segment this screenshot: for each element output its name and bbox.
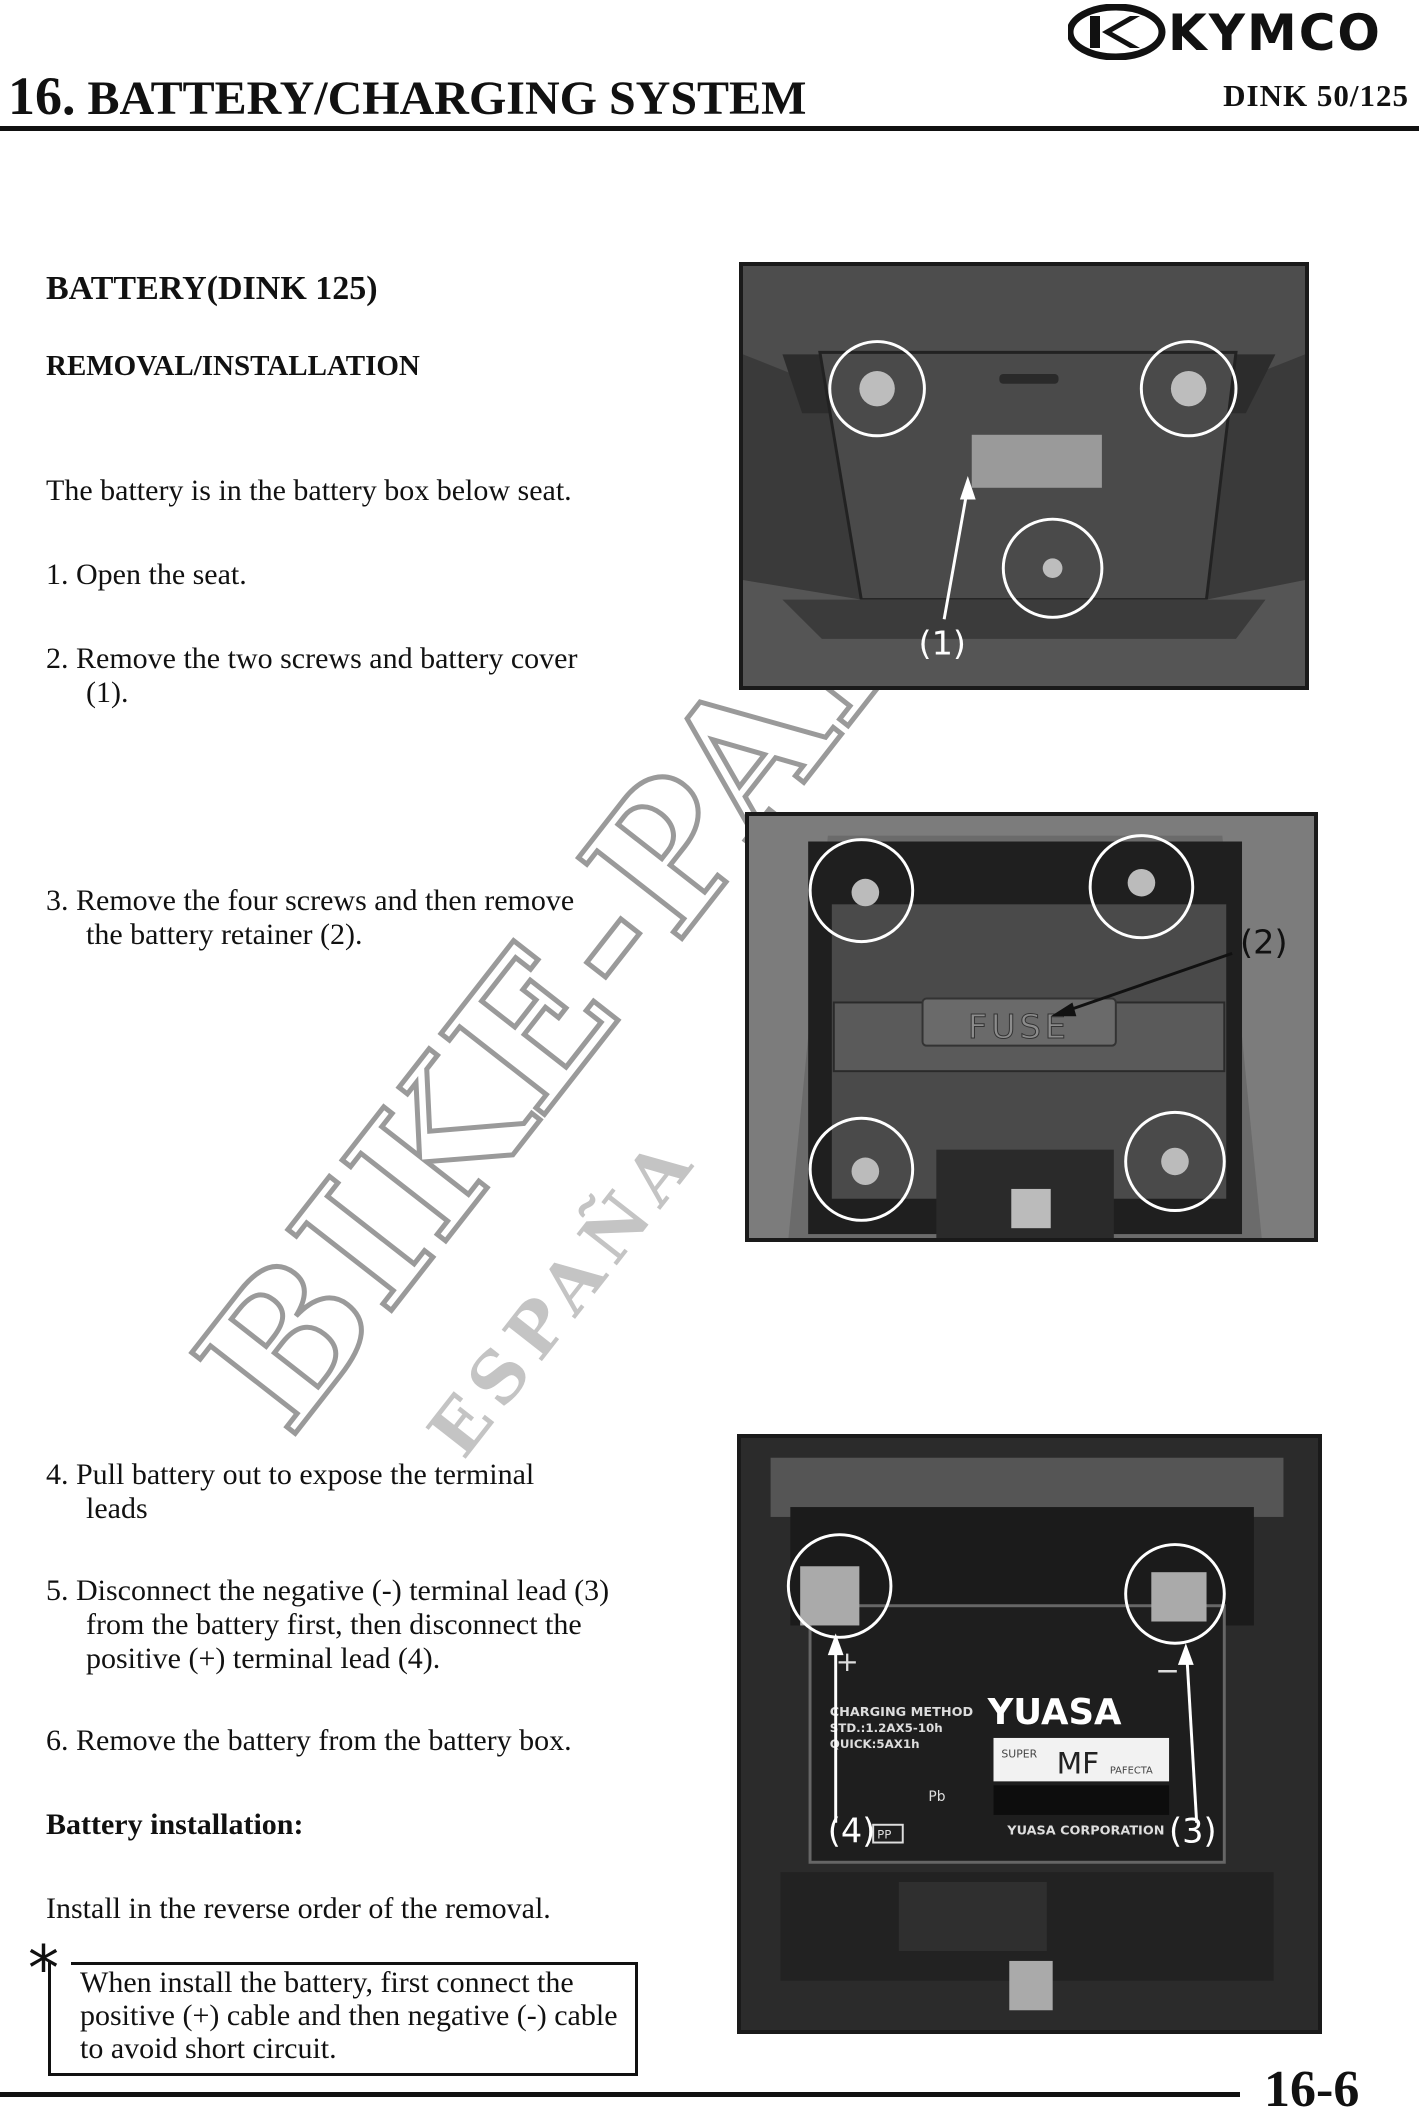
- page-number: 16-6: [1264, 2061, 1360, 2118]
- chapter-name: BATTERY/CHARGING SYSTEM: [87, 72, 807, 125]
- step-5: 5. Disconnect the negative (-) terminal …: [46, 1574, 686, 1676]
- chapter-title: 16. BATTERY/CHARGING SYSTEM: [8, 66, 806, 129]
- recycle-pp-label: PP: [877, 1828, 891, 1842]
- positive-terminal-highlight: [786, 1533, 893, 1639]
- screw-highlight: [1139, 340, 1238, 438]
- step-5-cont2: positive (+) terminal lead (4).: [86, 1642, 441, 1675]
- negative-terminal-highlight: [1124, 1543, 1226, 1645]
- watermark-subtext: ESPAÑA: [412, 1118, 714, 1472]
- charging-quick-label: QUICK:5AX1h: [830, 1737, 920, 1751]
- step-2-text: 2. Remove the two screws and battery cov…: [46, 642, 578, 675]
- kymco-emblem-icon: [1066, 3, 1166, 61]
- step-3-text: 3. Remove the four screws and then remov…: [46, 884, 575, 917]
- step-2: 2. Remove the two screws and battery cov…: [46, 642, 686, 710]
- mf-label: MF: [1057, 1746, 1100, 1780]
- screw-highlight: [828, 340, 926, 438]
- step-4: 4. Pull battery out to expose the termin…: [46, 1458, 686, 1526]
- step-1: 1. Open the seat.: [46, 558, 247, 592]
- step-3: 3. Remove the four screws and then remov…: [46, 884, 686, 952]
- negative-terminal-mark: −: [1155, 1654, 1180, 1688]
- chapter-number: 16.: [8, 66, 76, 126]
- charging-std-label: STD.:1.2AX5-10h: [830, 1721, 943, 1735]
- step-5-cont: from the battery first, then disconnect …: [86, 1608, 582, 1641]
- installation-text: Install in the reverse order of the remo…: [46, 1892, 551, 1925]
- intro-text: The battery is in the battery box below …: [46, 474, 572, 507]
- footer-divider: [0, 2092, 1240, 2097]
- battery-retainer-photo: FUSE (2): [749, 816, 1314, 1238]
- step-3-cont: the battery retainer (2).: [86, 918, 363, 951]
- step-6: 6. Remove the battery from the battery b…: [46, 1724, 572, 1758]
- battery-terminals-photo: + − CHARGING METHOD STD.:1.2AX5-10h QUIC…: [741, 1438, 1318, 2030]
- callout-2: (2): [1240, 922, 1287, 961]
- note-asterisk-icon: *: [28, 1932, 59, 2005]
- section-heading: BATTERY(DINK 125): [46, 270, 378, 307]
- note-box: [48, 1962, 638, 2076]
- screw-highlight: [1001, 517, 1104, 619]
- pb-label: Pb: [928, 1789, 945, 1805]
- screw-highlight: [1088, 834, 1195, 940]
- installation-heading: Battery installation:: [46, 1808, 304, 1841]
- pafecta-label: PAFECTA: [1110, 1765, 1153, 1776]
- fuse-label: FUSE: [968, 1007, 1070, 1046]
- figure-battery-retainer: FUSE (2): [745, 812, 1318, 1242]
- battery-cover-photo: (1): [743, 266, 1305, 686]
- screw-highlight: [808, 1116, 915, 1222]
- charging-method-label: CHARGING METHOD: [830, 1705, 973, 1720]
- step-4-text: 4. Pull battery out to expose the termin…: [46, 1458, 535, 1491]
- callout-3: (3): [1169, 1812, 1216, 1851]
- callout-4: (4): [828, 1812, 875, 1851]
- section-subheading: REMOVAL/INSTALLATION: [46, 350, 420, 382]
- yuasa-logo-text: YUASA: [987, 1692, 1122, 1733]
- step-5-text: 5. Disconnect the negative (-) terminal …: [46, 1574, 610, 1607]
- callout-1: (1): [919, 624, 966, 663]
- note-text: When install the battery, first connect …: [80, 1966, 618, 2065]
- step-1-text: 1. Open the seat.: [46, 558, 247, 591]
- step-6-text: 6. Remove the battery from the battery b…: [46, 1724, 572, 1757]
- figure-battery-terminals: + − CHARGING METHOD STD.:1.2AX5-10h QUIC…: [737, 1434, 1322, 2034]
- model-name: DINK 50/125: [1223, 78, 1409, 113]
- super-label: SUPER: [1001, 1748, 1037, 1761]
- yuasa-corporation-label: YUASA CORPORATION: [1006, 1824, 1164, 1839]
- figure-battery-cover: (1): [739, 262, 1309, 690]
- step-4-cont: leads: [86, 1492, 148, 1525]
- step-2-cont: (1).: [86, 676, 129, 709]
- kymco-logo: KYMCO: [1066, 3, 1413, 62]
- screw-highlight: [1124, 1110, 1226, 1212]
- screw-highlight: [808, 838, 915, 944]
- header-divider: [0, 126, 1419, 131]
- brand-name: KYMCO: [1168, 4, 1382, 62]
